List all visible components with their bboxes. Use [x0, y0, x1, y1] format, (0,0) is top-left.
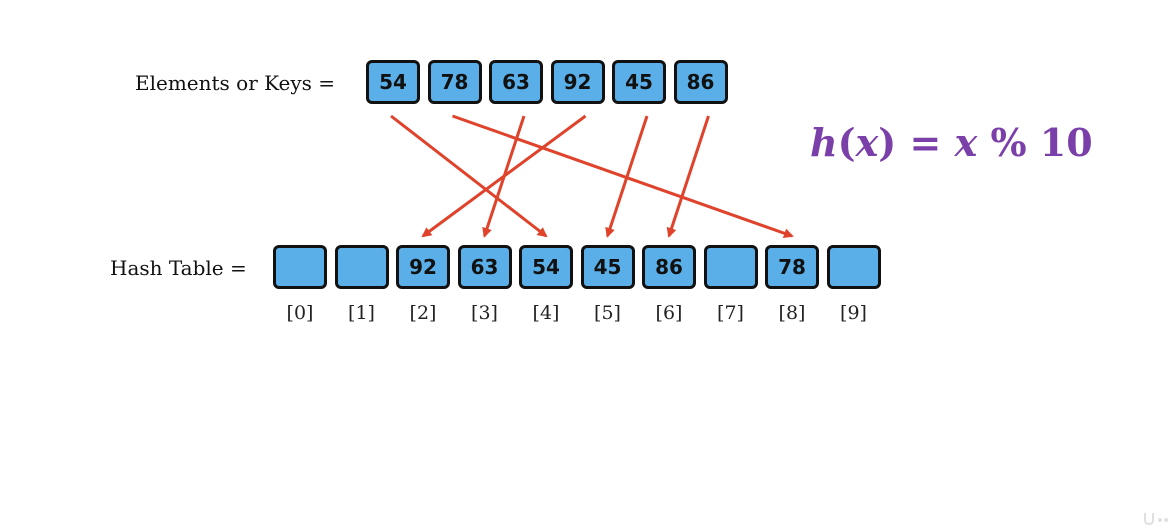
- key-cell: 54: [366, 60, 420, 104]
- formula-open-paren: (: [837, 120, 856, 165]
- formula-variable-rhs: x: [954, 120, 978, 165]
- key-cell: 92: [550, 60, 605, 104]
- hash-function-formula: h(x) = x % 10: [810, 120, 1093, 165]
- hash-table-slot: 45: [580, 245, 635, 289]
- key-cell: 78: [427, 60, 482, 104]
- formula-close-paren: ): [878, 120, 897, 165]
- key-cell: 86: [673, 60, 728, 104]
- hash-table-slot: [334, 245, 389, 289]
- hash-table-slot: 63: [457, 245, 512, 289]
- mapping-arrow: [605, 115, 649, 238]
- mapping-arrow: [452, 114, 794, 239]
- slot-index-label: [5]: [594, 302, 621, 324]
- slot-index-label: [6]: [655, 302, 683, 324]
- mapping-arrow: [666, 115, 710, 238]
- hash-table-slot: [826, 245, 881, 289]
- slot-index-label: [3]: [471, 302, 498, 324]
- keys-label: Elements or Keys =: [135, 71, 336, 95]
- slot-index-label: [8]: [778, 302, 806, 324]
- hash-table-slot: 54: [519, 245, 573, 289]
- formula-function: h: [810, 120, 838, 165]
- hash-table-slot: [703, 245, 758, 289]
- slot-index-label: [7]: [717, 302, 744, 324]
- hash-table-slot: 86: [642, 245, 696, 289]
- hash-table-label: Hash Table =: [110, 256, 247, 280]
- key-cell: 63: [489, 60, 543, 104]
- hash-table-slot: 78: [765, 245, 819, 289]
- hash-table-slot: 92: [396, 245, 450, 289]
- slot-index-label: [1]: [348, 302, 375, 324]
- slot-index-label: [4]: [532, 302, 560, 324]
- mapping-arrow: [421, 114, 587, 238]
- watermark-logo-icon: [1144, 513, 1168, 526]
- formula-modulo: % 10: [977, 120, 1093, 165]
- mapping-arrow: [390, 114, 548, 238]
- slot-index-label: [2]: [409, 302, 437, 324]
- key-cell: 45: [612, 60, 666, 104]
- formula-variable: x: [855, 120, 879, 165]
- slot-index-label: [0]: [286, 302, 314, 324]
- formula-equals: =: [896, 120, 955, 165]
- hash-table-slot: [273, 245, 327, 289]
- slot-index-label: [9]: [840, 302, 867, 324]
